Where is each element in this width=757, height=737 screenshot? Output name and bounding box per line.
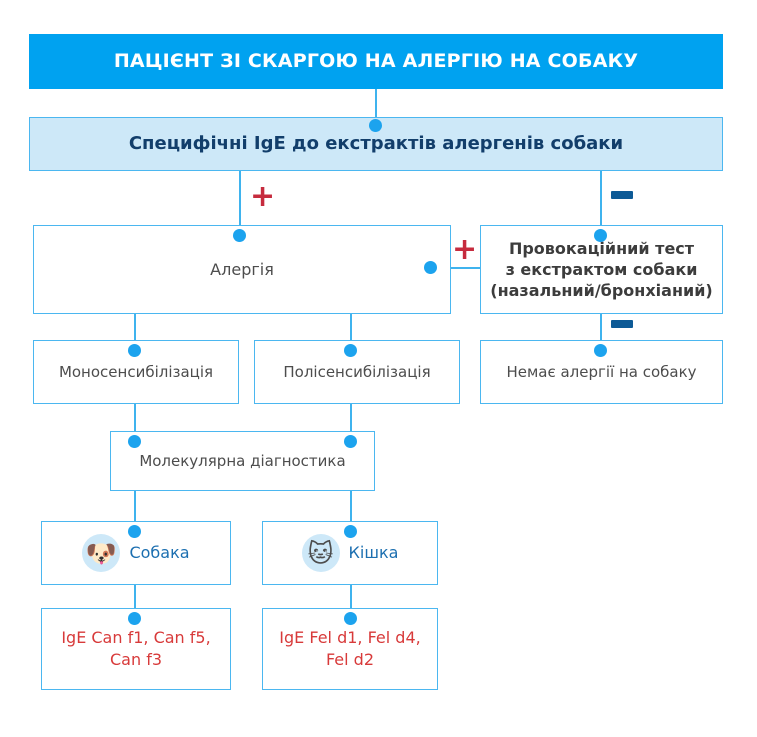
dot-allergy-right: [424, 261, 437, 274]
connector-provocation-to-no-allergy: [600, 313, 602, 341]
node-molecular-diagnostics: Молекулярна діагностика: [110, 431, 375, 491]
connector-cat-to-cat-ige: [350, 584, 352, 610]
connector-subhead-to-allergy: [239, 170, 241, 226]
provocation-line-2: з екстрактом собаки: [505, 259, 698, 279]
node-dog: 🐶 Собака: [41, 521, 231, 585]
provocation-line-3: (назальний/бронхіаний): [490, 280, 713, 300]
cat-icon: 🐱: [301, 534, 340, 572]
connector-allergy-to-poly: [350, 313, 352, 341]
dot-subhead: [369, 119, 382, 132]
node-header-patient-complaint: ПАЦІЄНТ ЗІ СКАРГОЮ НА АЛЕРГІЮ НА СОБАКУ: [29, 34, 723, 89]
connector-header-to-subhead: [375, 88, 377, 126]
connector-allergy-to-mono: [134, 313, 136, 341]
connector-molecular-to-dog: [134, 490, 136, 522]
sign-plus-subhead-to-allergy: +: [250, 179, 276, 214]
connector-molecular-to-cat: [350, 490, 352, 522]
sign-minus-subhead-to-provocation: [611, 191, 633, 199]
cat-label: Кішка: [348, 543, 399, 562]
dot-no-allergy: [594, 344, 607, 357]
dot-mono: [128, 344, 141, 357]
dot-molecular-left: [128, 435, 141, 448]
dog-ige-line-1: IgE Can f1, Can f5,: [61, 628, 211, 647]
connector-poly-to-molecular: [350, 403, 352, 431]
sign-minus-provocation-to-no-allergy: [611, 320, 633, 328]
cat-ige-line-2: Fel d2: [325, 650, 375, 669]
provocation-line-1: Провокаційний тест: [508, 238, 695, 258]
dog-label: Собака: [129, 543, 190, 562]
dot-cat-ige: [344, 612, 357, 625]
dot-poly: [344, 344, 357, 357]
connector-dog-to-dog-ige: [134, 584, 136, 610]
dog-ige-line-2: Can f3: [109, 650, 162, 669]
dot-molecular-right: [344, 435, 357, 448]
dot-cat: [344, 525, 357, 538]
node-poly-sensitization: Полісенсибілізація: [254, 340, 460, 404]
sign-plus-provocation-to-allergy: +: [452, 232, 478, 267]
dot-provocation: [594, 229, 607, 242]
connector-subhead-to-provocation: [600, 170, 602, 226]
cat-ige-line-1: IgE Fel d1, Fel d4,: [279, 628, 421, 647]
dot-dog-ige: [128, 612, 141, 625]
dog-icon: 🐶: [82, 534, 121, 572]
connector-allergy-to-provocation: [430, 267, 480, 269]
node-no-dog-allergy: Немає алергії на собаку: [480, 340, 723, 404]
connector-mono-to-molecular: [134, 403, 136, 431]
dot-dog: [128, 525, 141, 538]
dot-allergy: [233, 229, 246, 242]
